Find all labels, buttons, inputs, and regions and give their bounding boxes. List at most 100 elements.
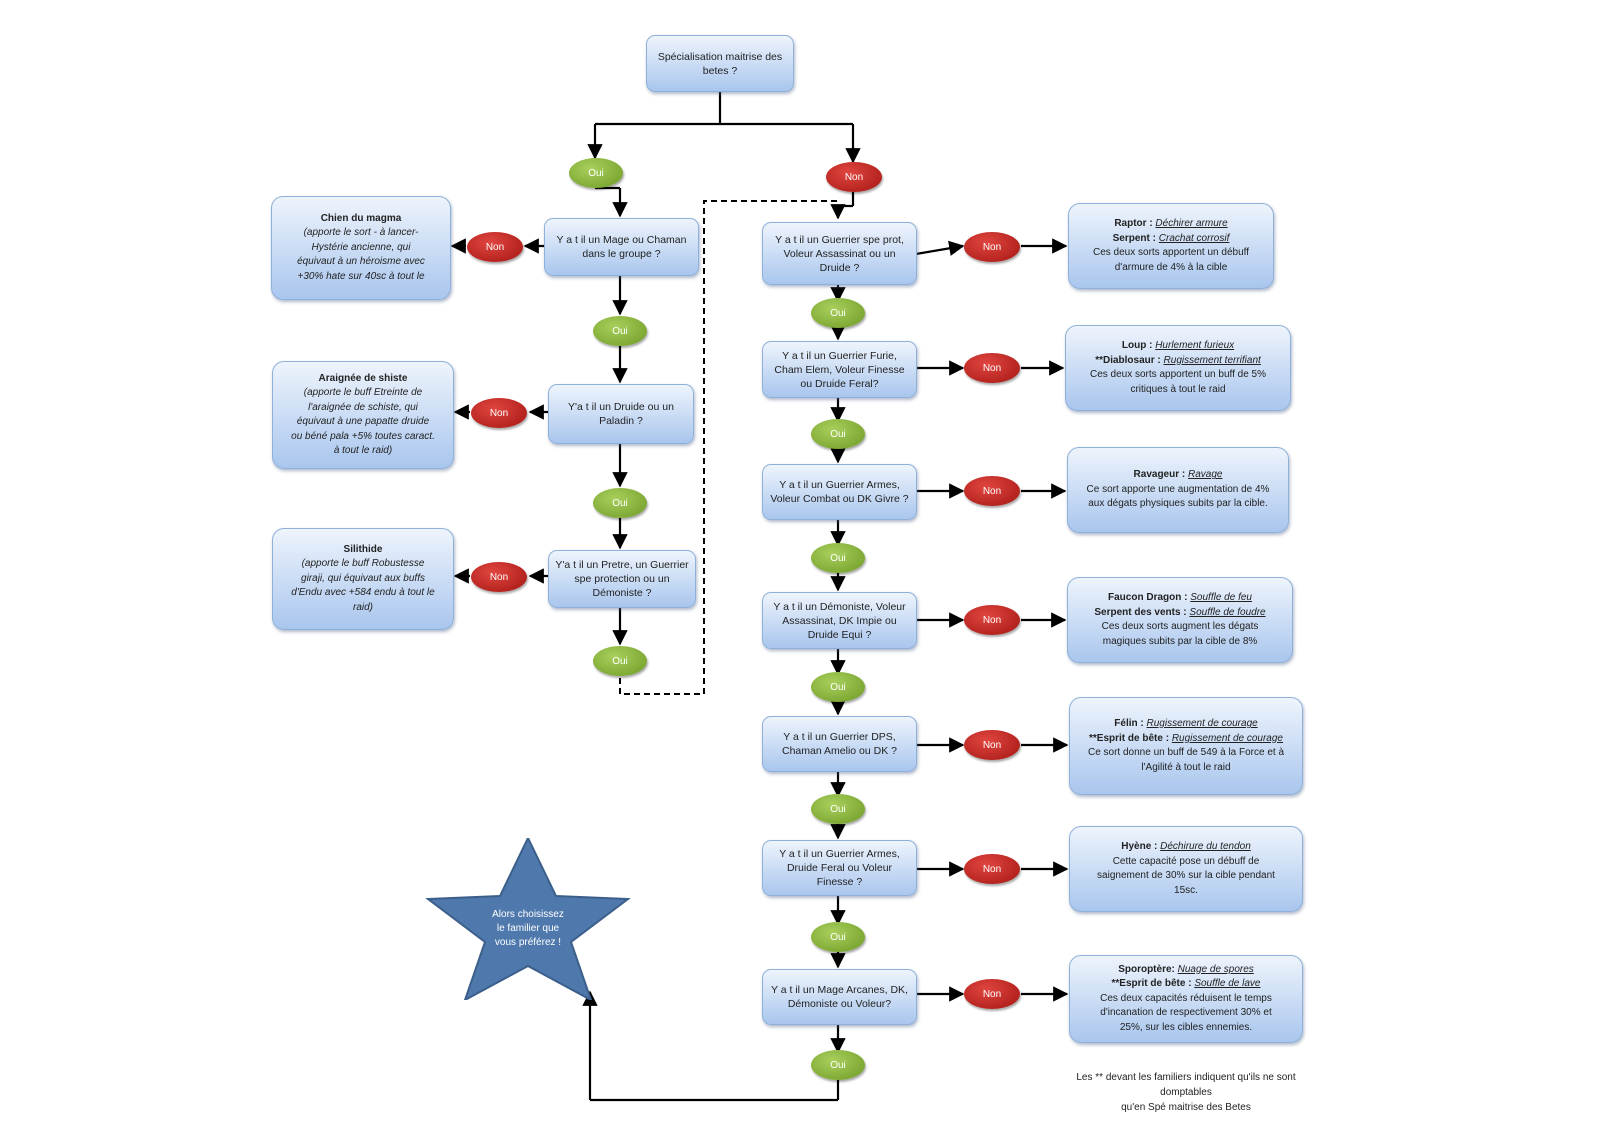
non-oval-right-6: Non — [964, 854, 1020, 884]
result-line: ou béné pala +5% toutes caract. — [291, 430, 435, 442]
oui-oval-right-4: Oui — [811, 672, 865, 702]
pet-name: Félin : — [1114, 718, 1147, 729]
oui-oval-right-6: Oui — [811, 922, 865, 952]
pet-name: **Diablosaur : — [1095, 354, 1164, 366]
question-guerrier-armes-combat: Y a t il un Guerrier Armes, Voleur Comba… — [762, 464, 917, 520]
star-text: Alors choisissez le familier que vous pr… — [476, 908, 580, 950]
question-demoniste-voleur: Y a t il un Démoniste, Voleur Assassinat… — [762, 592, 917, 649]
oui-oval-right-5: Oui — [811, 794, 865, 824]
pet-spell: Nuage de spores — [1177, 963, 1254, 975]
question-guerrier-prot: Y a t il un Guerrier spe prot, Voleur As… — [762, 222, 917, 285]
result-line: raid) — [352, 601, 373, 613]
oui-oval-right-2: Oui — [811, 419, 865, 449]
footnote-line: qu'en Spé maitrise des Betes — [1121, 1102, 1251, 1113]
result-loup-diablosaur: Loup : Hurlement furieux **Diablosaur : … — [1065, 325, 1291, 411]
pet-spell: Souffle de feu — [1190, 592, 1252, 603]
result-hyene: Hyène : Déchirure du tendon Cette capaci… — [1069, 826, 1303, 912]
footnote-line: Les ** devant les familiers indiquent qu… — [1076, 1072, 1296, 1083]
star-line: vous préférez ! — [494, 937, 562, 948]
result-desc: Ce sort donne un buff de 549 à la Force … — [1087, 747, 1285, 758]
oui-oval-left-3: Oui — [593, 646, 647, 676]
non-oval-right-5: Non — [964, 730, 1020, 760]
result-desc: d'armure de 4% à la cible — [1114, 261, 1228, 273]
pet-name: Sporoptère: — [1118, 963, 1178, 975]
result-line: giraji, qui équivaut aux buffs — [301, 572, 425, 584]
pet-spell: Rugissement de courage — [1146, 718, 1258, 729]
pet-spell: Rugissement terrifiant — [1163, 354, 1261, 366]
pet-spell: Souffle de foudre — [1189, 606, 1266, 618]
pet-spell: Déchirure du tendon — [1160, 841, 1251, 852]
question-pretre-guerrier-demoniste: Y'a t il un Pretre, un Guerrier spe prot… — [548, 550, 696, 608]
pet-name: Faucon Dragon : — [1108, 592, 1191, 603]
result-line: d'Endu avec +584 endu à tout le — [291, 587, 435, 599]
pet-name: Ravageur : — [1133, 469, 1188, 481]
result-desc: 25%, sur les cibles ennemies. — [1119, 1021, 1253, 1033]
non-oval-right-4: Non — [964, 605, 1020, 635]
result-felin-esprit-de-bete: Félin : Rugissement de courage **Esprit … — [1069, 697, 1303, 795]
result-line: (apporte le buff Etreinte de — [303, 387, 423, 398]
result-desc: saignement de 30% sur la cible pendant — [1097, 870, 1275, 881]
footnote: Les ** devant les familiers indiquent qu… — [1056, 1070, 1316, 1115]
star-line: Alors choisissez — [492, 909, 564, 920]
oui-oval-right-7: Oui — [811, 1050, 865, 1080]
start-question: Spécialisation maitrise des betes ? — [646, 35, 794, 92]
result-desc: magiques subits par la cible de 8% — [1102, 635, 1258, 647]
result-title: Araignée de shiste — [318, 372, 408, 384]
star-shape — [425, 838, 631, 1000]
non-oval-right-1: Non — [964, 232, 1020, 262]
non-oval-left-3: Non — [471, 562, 527, 592]
result-desc: 15sc. — [1174, 884, 1198, 896]
pet-spell: Ravage — [1188, 469, 1223, 481]
result-raptor-serpent: Raptor : Déchirer armure Serpent : Crach… — [1068, 203, 1274, 289]
non-oval-left-1: Non — [467, 232, 523, 262]
footnote-line: domptables — [1160, 1087, 1212, 1098]
non-oval-right-7: Non — [964, 979, 1020, 1009]
question-guerrier-dps: Y a t il un Guerrier DPS, Chaman Amelio … — [762, 716, 917, 772]
result-ravageur: Ravageur : Ravage Ce sort apporte une au… — [1067, 447, 1289, 533]
result-line: (apporte le buff Robustesse — [301, 558, 425, 570]
pet-name: **Esprit de bête : — [1089, 732, 1172, 744]
result-title: Chien du magma — [320, 212, 402, 224]
result-title: Silithide — [343, 543, 383, 555]
oui-oval-left-2: Oui — [593, 488, 647, 518]
non-oval-right-2: Non — [964, 353, 1020, 383]
pet-name: Raptor : — [1114, 218, 1156, 229]
pet-name: **Esprit de bête : — [1111, 978, 1195, 990]
oui-oval-start: Oui — [569, 158, 623, 188]
oui-oval-right-1: Oui — [811, 298, 865, 328]
result-desc: Ce sort apporte une augmentation de 4% — [1086, 483, 1270, 495]
pet-spell: Crachat corrosif — [1158, 232, 1230, 244]
result-line: à tout le raid) — [333, 445, 393, 456]
pet-name: Serpent des vents : — [1094, 606, 1190, 618]
question-mage-arcanes: Y a t il un Mage Arcanes, DK, Démoniste … — [762, 969, 917, 1025]
result-chien-du-magma: Chien du magma (apporte le sort - à lanc… — [271, 196, 451, 300]
oui-oval-right-3: Oui — [811, 543, 865, 573]
pet-name: Loup : — [1121, 340, 1156, 351]
question-guerrier-furie: Y a t il un Guerrier Furie, Cham Elem, V… — [762, 341, 917, 398]
result-line: (apporte le sort - à lancer- — [303, 227, 419, 239]
non-oval-left-2: Non — [471, 398, 527, 428]
result-sporoptere-esprit-de-bete: Sporoptère: Nuage de spores **Esprit de … — [1069, 955, 1303, 1043]
result-desc: critiques à tout le raid — [1130, 383, 1226, 395]
pet-name: Hyène : — [1121, 841, 1161, 852]
non-oval-start: Non — [826, 162, 882, 192]
result-desc: Ces deux sorts apportent un débuff — [1092, 247, 1250, 258]
result-line: +30% hate sur 40sc à tout le — [297, 270, 425, 282]
result-faucon-dragon-serpent-des-vents: Faucon Dragon : Souffle de feu Serpent d… — [1067, 577, 1293, 663]
result-desc: Ces deux sorts apportent un buff de 5% — [1089, 369, 1267, 380]
result-line: Hystérie ancienne, qui — [311, 241, 411, 253]
result-line: équivaut à une papatte druide — [296, 416, 430, 427]
pet-spell: Rugissement de courage — [1171, 732, 1283, 744]
question-guerrier-armes-druide: Y a t il un Guerrier Armes, Druide Feral… — [762, 840, 917, 896]
pet-spell: Souffle de lave — [1194, 978, 1261, 990]
result-araignee-de-shiste: Araignée de shiste (apporte le buff Etre… — [272, 361, 454, 469]
pet-spell: Déchirer armure — [1155, 218, 1228, 229]
result-line: l'araignée de schiste, qui — [308, 401, 418, 413]
result-desc: Cette capacité pose un débuff de — [1112, 855, 1260, 867]
result-desc: aux dégats physiques subits par la cible… — [1088, 498, 1268, 510]
result-silithide: Silithide (apporte le buff Robustesse gi… — [272, 528, 454, 630]
question-druide-paladin: Y'a t il un Druide ou un Paladin ? — [548, 384, 694, 444]
pet-spell: Hurlement furieux — [1155, 340, 1235, 351]
oui-oval-left-1: Oui — [593, 316, 647, 346]
